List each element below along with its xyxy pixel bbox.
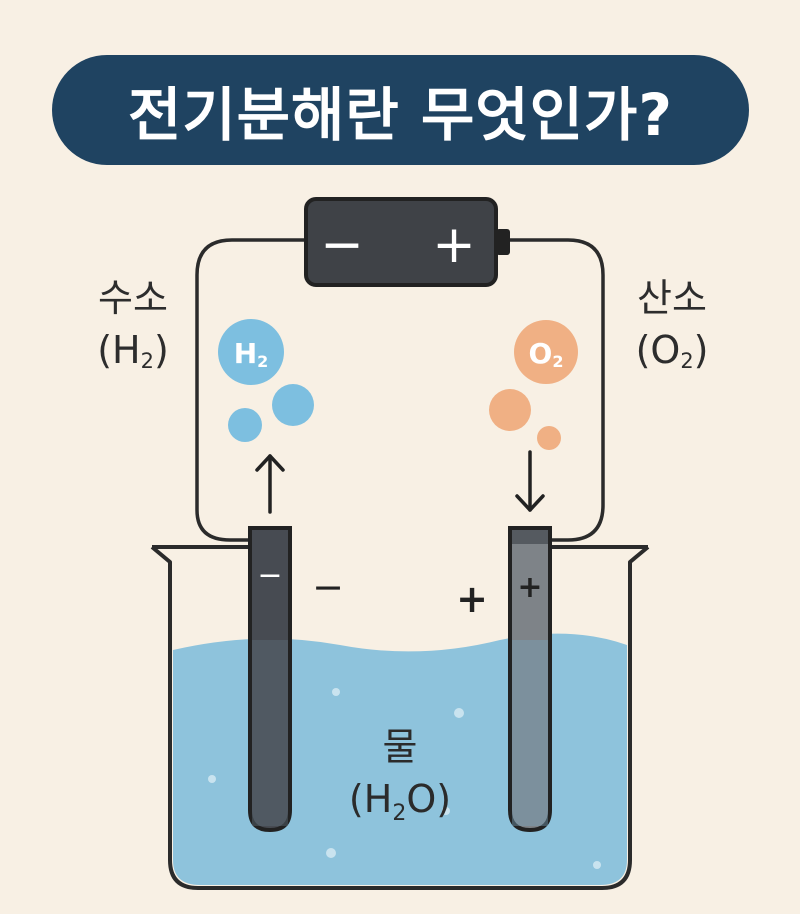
hydrogen-bubbles: H2: [218, 319, 314, 442]
circuit-wire: [195, 238, 605, 542]
hydrogen-name: 수소: [98, 276, 168, 320]
oxygen-label: 산소 (O2): [612, 272, 732, 387]
battery-negative-sign: −: [320, 215, 364, 275]
cathode-sign: −: [257, 558, 282, 593]
hydrogen-label: 수소 (H2): [78, 272, 188, 387]
oxygen-name: 산소: [637, 276, 707, 320]
title-banner: 전기분해란 무엇인가?: [52, 55, 749, 165]
oxygen-bubbles: O2: [489, 320, 578, 450]
oxygen-bubble-label: O2: [529, 337, 564, 371]
hydrogen-formula: (H2): [97, 328, 169, 374]
positive-region-sign: +: [456, 577, 488, 621]
water-dots: [208, 688, 601, 869]
battery: − +: [304, 197, 510, 287]
cathode-electrode: −: [248, 526, 292, 833]
down-arrow-icon: [515, 450, 545, 512]
page-title: 전기분해란 무엇인가?: [127, 81, 674, 149]
up-arrow-icon: [255, 454, 285, 514]
anode-electrode: +: [508, 526, 552, 833]
hydrogen-bubble-label: H2: [234, 337, 269, 371]
anode-sign: +: [517, 570, 542, 605]
oxygen-formula: (O2): [635, 328, 709, 374]
water-name: 물: [383, 725, 418, 769]
battery-positive-sign: +: [432, 215, 476, 275]
beaker: [150, 545, 650, 890]
water-formula: (H2O): [349, 777, 451, 826]
negative-region-sign: −: [312, 565, 344, 609]
